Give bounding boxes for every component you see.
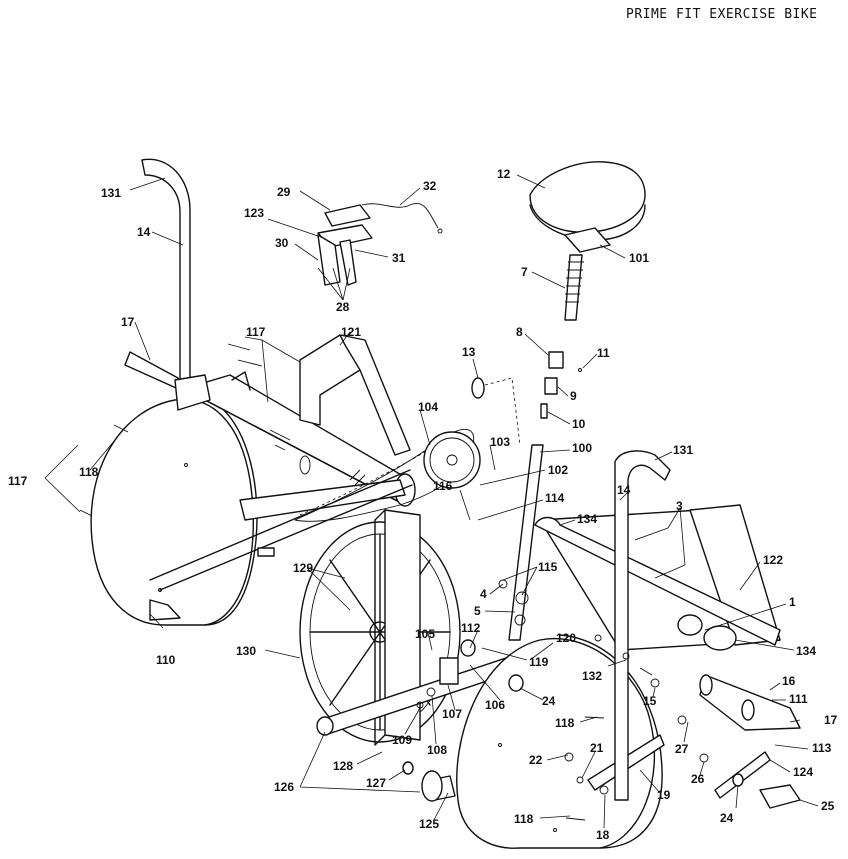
callout-8: 8 xyxy=(516,325,523,339)
callout-102: 102 xyxy=(548,463,568,477)
diagram-title: PRIME FIT EXERCISE BIKE xyxy=(626,7,818,22)
hardware xyxy=(79,343,709,821)
callout-119: 119 xyxy=(529,655,549,669)
callout-17a: 17 xyxy=(121,315,135,329)
callout-111: 111 xyxy=(789,692,808,706)
callout-105: 105 xyxy=(415,627,435,641)
callout-12: 12 xyxy=(497,167,511,181)
front-stabilizer xyxy=(699,674,801,731)
callout-1: 1 xyxy=(789,595,796,609)
callout-4: 4 xyxy=(480,587,487,601)
callout-116: 116 xyxy=(433,479,453,493)
callout-7: 7 xyxy=(521,265,528,279)
callout-117a: 117 xyxy=(8,474,28,488)
callout-125: 125 xyxy=(419,817,439,831)
callout-109: 109 xyxy=(392,733,412,747)
callout-14b: 14 xyxy=(617,483,631,497)
callout-132: 132 xyxy=(582,669,602,683)
callout-134b: 134 xyxy=(796,644,816,658)
callout-10: 10 xyxy=(572,417,586,431)
callout-101: 101 xyxy=(629,251,649,265)
main-frame xyxy=(149,371,416,591)
callout-30: 30 xyxy=(275,236,289,250)
callout-100: 100 xyxy=(572,441,592,455)
callout-31: 31 xyxy=(392,251,406,265)
callout-5: 5 xyxy=(474,604,481,618)
callout-27: 27 xyxy=(675,742,689,756)
leader-lines xyxy=(44,174,819,829)
callout-131b: 131 xyxy=(673,443,693,457)
callout-24b: 24 xyxy=(542,694,556,708)
callout-24a: 24 xyxy=(720,811,734,825)
callout-123: 123 xyxy=(244,206,264,220)
left-handlebar xyxy=(124,158,211,411)
callout-127: 127 xyxy=(366,776,386,790)
callout-16: 16 xyxy=(782,674,796,688)
callout-17b: 17 xyxy=(824,713,838,727)
callout-18: 18 xyxy=(596,828,610,842)
callout-labels: 131 14 17 117 121 117 118 110 29 32 123 … xyxy=(8,167,838,842)
left-shroud xyxy=(90,397,258,626)
callout-29: 29 xyxy=(277,185,291,199)
chain-sprocket xyxy=(294,428,481,522)
callout-28: 28 xyxy=(336,300,350,314)
callout-124: 124 xyxy=(793,765,813,779)
callout-108: 108 xyxy=(427,743,447,757)
crank-pedal xyxy=(714,751,801,809)
callout-25: 25 xyxy=(821,799,835,813)
callout-130: 130 xyxy=(236,644,256,658)
bracket-121 xyxy=(299,334,411,456)
callout-9: 9 xyxy=(570,389,577,403)
callout-14a: 14 xyxy=(137,225,151,239)
callout-26: 26 xyxy=(691,772,705,786)
callout-106: 106 xyxy=(485,698,505,712)
callout-114: 114 xyxy=(545,491,565,505)
callout-118a: 118 xyxy=(79,465,99,479)
callout-103: 103 xyxy=(490,435,510,449)
callout-120: 120 xyxy=(556,631,576,645)
computer-mount xyxy=(317,202,443,286)
callout-115: 115 xyxy=(538,560,558,574)
callout-128: 128 xyxy=(333,759,353,773)
callout-11: 11 xyxy=(597,346,610,360)
callout-107: 107 xyxy=(442,707,462,721)
right-handlebar xyxy=(614,450,671,801)
callout-21: 21 xyxy=(590,741,604,755)
callout-32: 32 xyxy=(423,179,437,193)
rear-stabilizer xyxy=(534,504,781,651)
callout-22: 22 xyxy=(529,753,543,767)
callout-131a: 131 xyxy=(101,186,121,200)
callout-19: 19 xyxy=(657,788,671,802)
callout-118c: 118 xyxy=(514,812,534,826)
callout-110: 110 xyxy=(156,653,176,667)
callout-117b: 117 xyxy=(246,325,266,339)
callout-112: 112 xyxy=(461,621,481,635)
callout-121: 121 xyxy=(341,325,361,339)
callout-129: 129 xyxy=(293,561,313,575)
callout-126: 126 xyxy=(274,780,294,794)
callout-13: 13 xyxy=(462,345,476,359)
callout-104: 104 xyxy=(418,400,438,414)
callout-3: 3 xyxy=(676,499,683,513)
callout-15: 15 xyxy=(643,694,657,708)
callout-113: 113 xyxy=(812,741,832,755)
callout-134a: 134 xyxy=(577,512,597,526)
callout-118b: 118 xyxy=(555,716,575,730)
callout-122: 122 xyxy=(763,553,783,567)
